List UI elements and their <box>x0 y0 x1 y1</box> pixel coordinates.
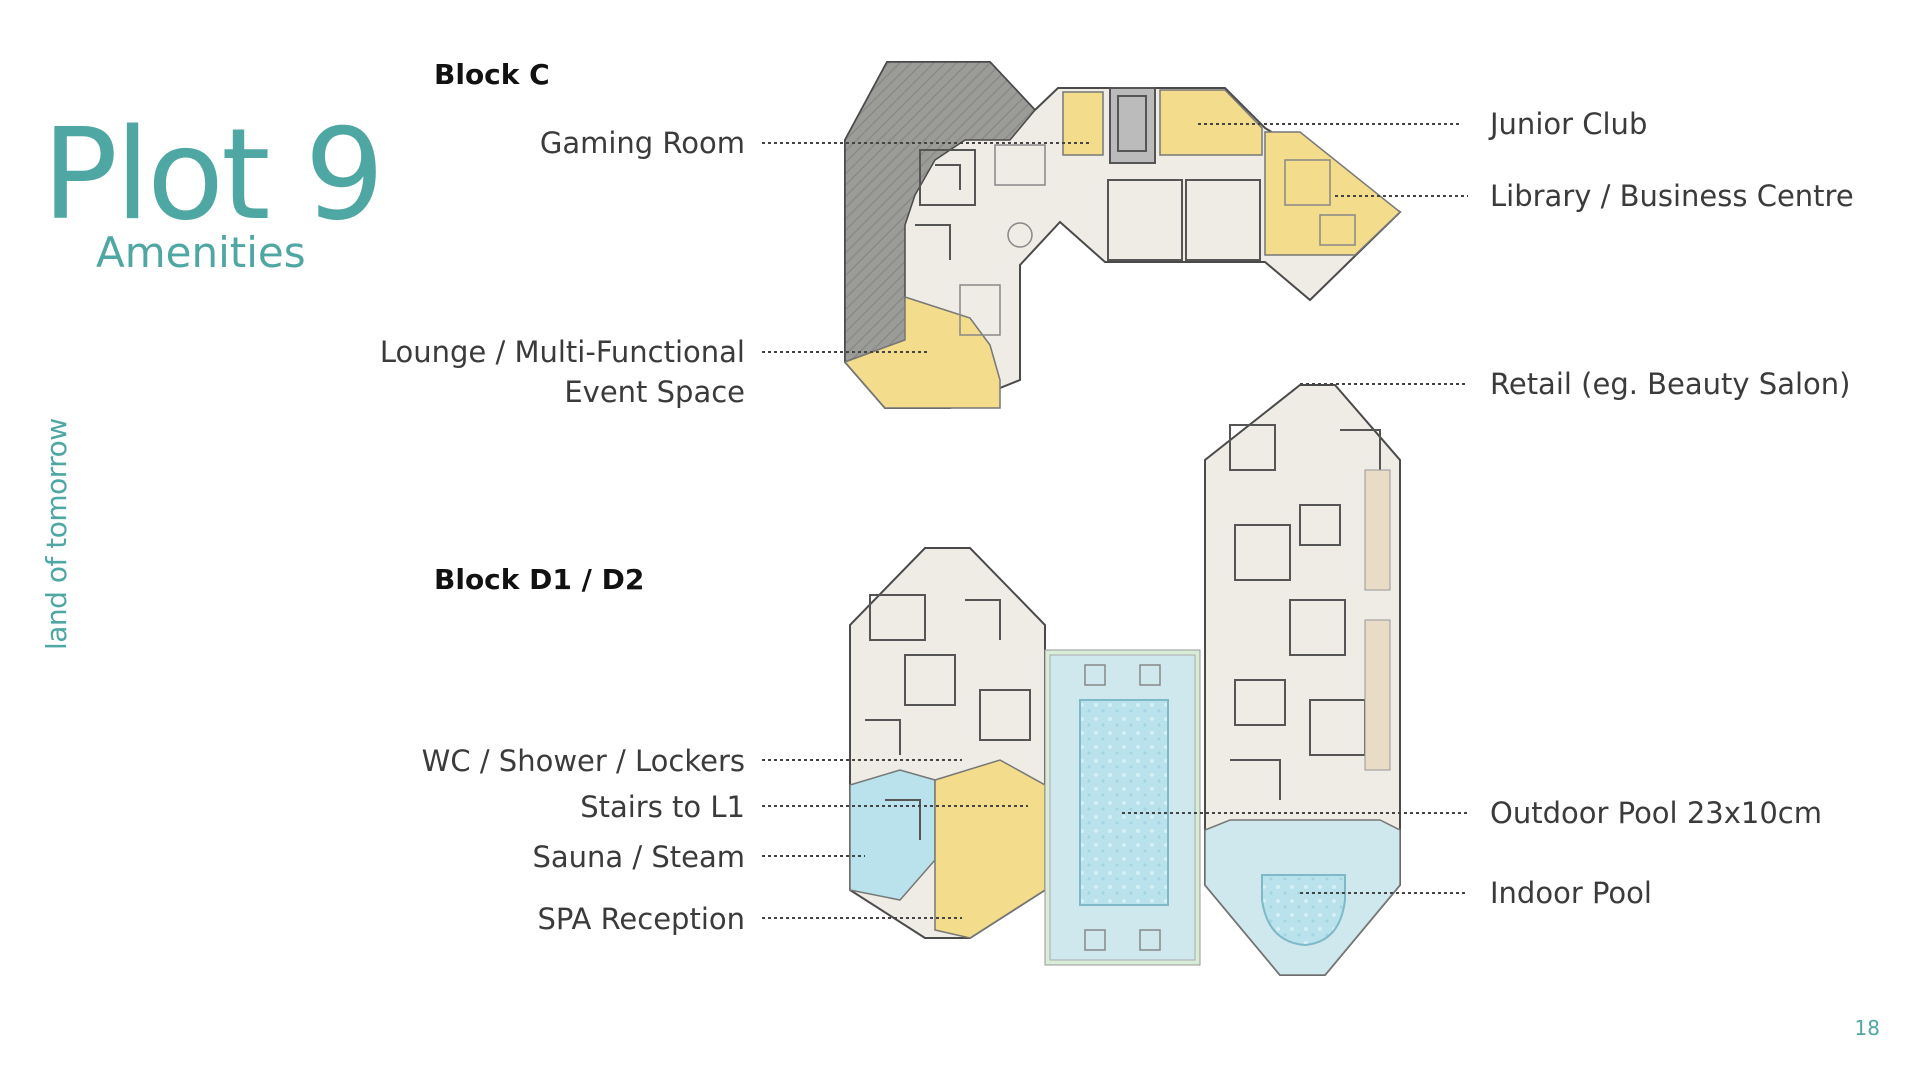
label-junior-club: Junior Club <box>1490 107 1648 141</box>
block-d1-plan <box>849 547 1046 939</box>
label-sauna: Sauna / Steam <box>532 840 745 874</box>
label-lounge-line1: Lounge / Multi-Functional <box>379 335 745 369</box>
leader-lines <box>762 123 1468 919</box>
label-retail: Retail (eg. Beauty Salon) <box>1490 367 1851 401</box>
block-d2-plan <box>1204 384 1401 976</box>
page-title: Plot 9 <box>42 101 385 248</box>
label-spa: SPA Reception <box>537 902 745 936</box>
label-wc: WC / Shower / Lockers <box>421 744 745 778</box>
block-c-label: Block C <box>434 58 550 91</box>
label-lounge-line2: Event Space <box>564 375 745 409</box>
label-library: Library / Business Centre <box>1490 179 1854 213</box>
outdoor-pool-plan <box>1044 649 1201 966</box>
block-c-plan <box>843 61 1402 409</box>
label-gaming-room: Gaming Room <box>539 126 745 160</box>
block-d-label: Block D1 / D2 <box>434 563 645 596</box>
label-stairs: Stairs to L1 <box>580 790 745 824</box>
label-indoor-pool: Indoor Pool <box>1490 876 1652 910</box>
label-outdoor-pool: Outdoor Pool 23x10cm <box>1490 796 1822 830</box>
page-number: 18 <box>1854 1016 1880 1040</box>
page-subtitle: Amenities <box>96 228 306 277</box>
